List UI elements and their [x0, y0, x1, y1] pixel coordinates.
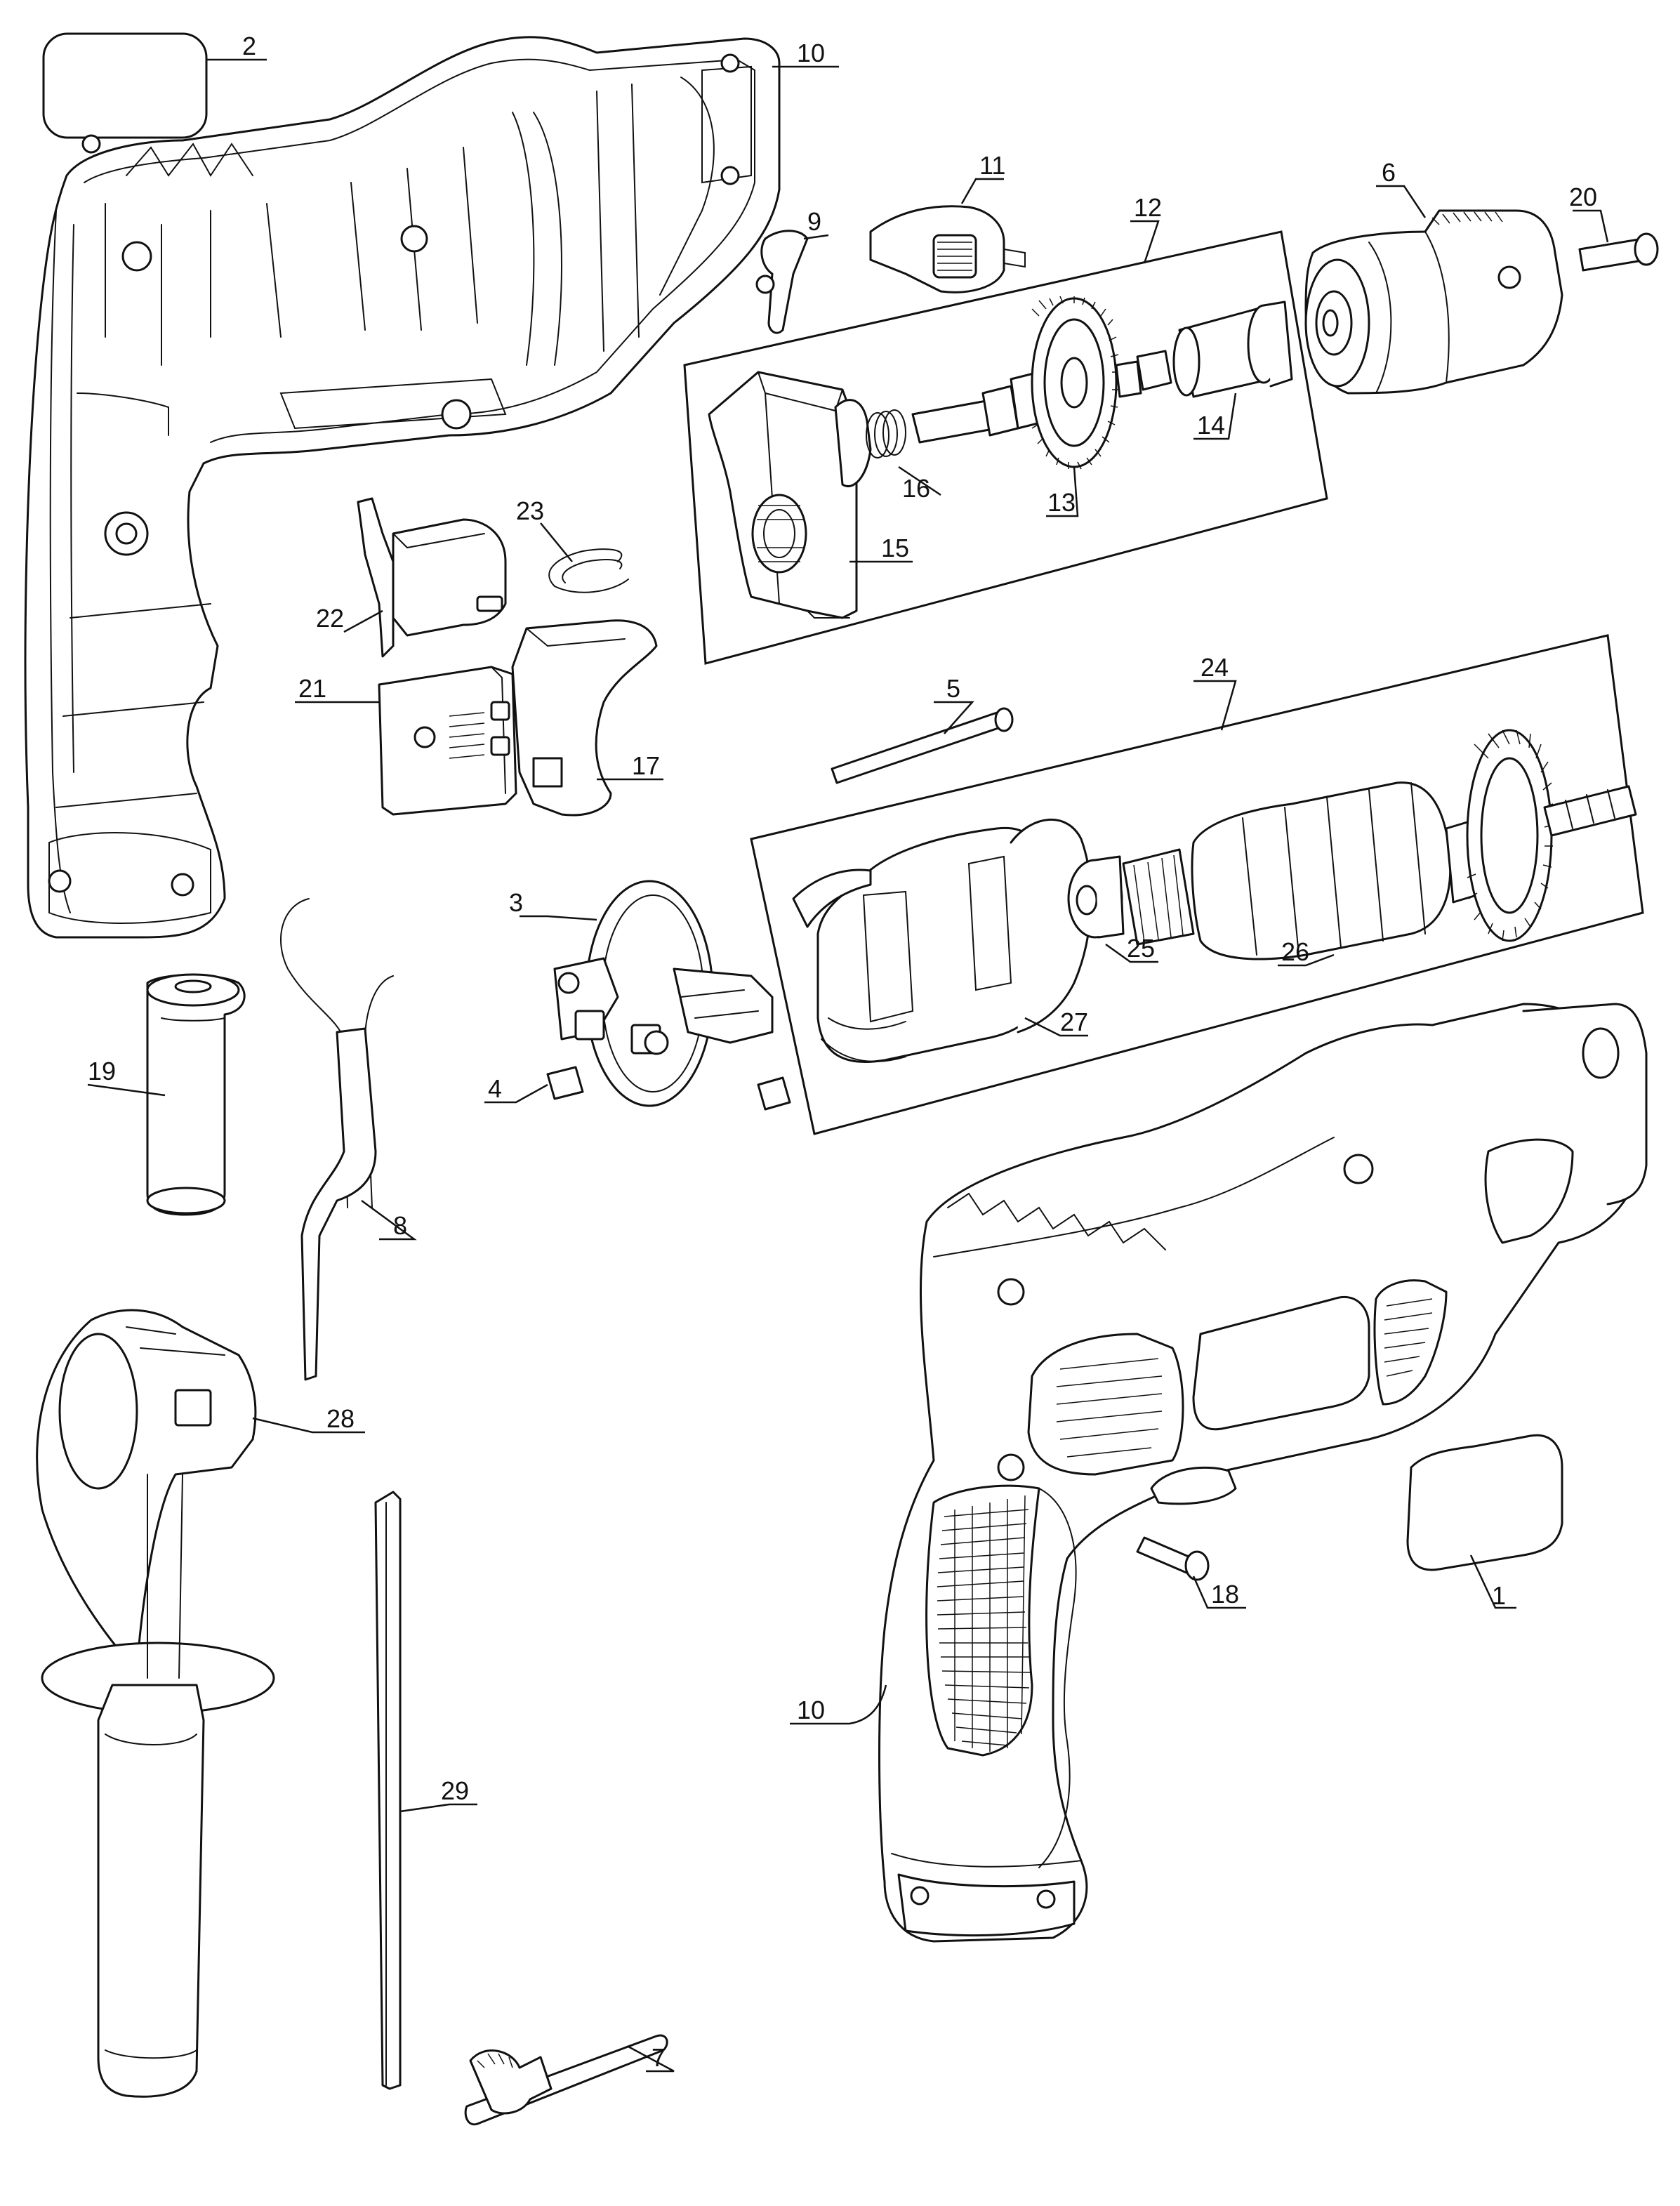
part-4-carbon-brush [546, 1066, 791, 1111]
housing-half-left [24, 36, 781, 939]
part-7-chuck-key [464, 2034, 668, 2126]
callout-18: 18 [1211, 1580, 1239, 1609]
part-8-wire-lead [280, 898, 394, 1381]
part-22-contact-clip [357, 497, 507, 658]
callout-8: 8 [393, 1211, 407, 1240]
part-9-shift-lever [755, 230, 809, 334]
part-23-retaining-ring [548, 548, 629, 593]
callout-4: 4 [488, 1074, 502, 1103]
callout-5: 5 [946, 674, 960, 703]
callout-15: 15 [881, 534, 909, 562]
callout-10-bottom: 10 [797, 1696, 825, 1724]
callout-1: 1 [1492, 1581, 1506, 1610]
part-13-spindle-gear [911, 296, 1172, 470]
callout-19: 19 [88, 1057, 116, 1085]
part-26-armature [1122, 729, 1637, 960]
callout-20: 20 [1569, 183, 1597, 211]
part-14-bearing [1172, 300, 1293, 398]
part-11-switch-knob [869, 205, 1026, 293]
assembled-drill-housing [878, 1003, 1648, 1943]
callout-10-top: 10 [797, 39, 825, 67]
callout-12: 12 [1134, 193, 1162, 222]
callout-2: 2 [242, 32, 256, 60]
callout-23: 23 [516, 496, 544, 525]
callout-22: 22 [316, 604, 344, 633]
callout-16: 16 [902, 474, 930, 503]
part-19-side-handle [146, 973, 246, 1216]
callout-29: 29 [441, 1776, 469, 1805]
callout-24: 24 [1201, 653, 1229, 682]
callout-25: 25 [1127, 934, 1155, 963]
part-20-chuck-screw [1578, 232, 1659, 272]
callout-3: 3 [509, 888, 523, 917]
callout-14: 14 [1197, 411, 1225, 440]
part-1-nameplate [1406, 1434, 1563, 1571]
part-29-depth-rod [374, 1491, 402, 2090]
part-6-drill-chuck [1304, 209, 1563, 395]
part-27-field-stator [792, 818, 1092, 1063]
part-17-trigger [511, 619, 658, 817]
callout-21: 21 [298, 674, 326, 703]
callout-9: 9 [807, 207, 821, 236]
callout-6: 6 [1382, 158, 1396, 187]
part-5-pin [831, 707, 1014, 784]
part-25-armature-bearing [1067, 855, 1125, 939]
group-frame-12 [683, 230, 1328, 665]
part-28-auxiliary-handle [36, 1309, 275, 2098]
group-frame-24 [750, 634, 1644, 1135]
callout-26: 26 [1281, 937, 1309, 966]
callout-27: 27 [1060, 1008, 1088, 1036]
callout-labels: 1 2 3 4 5 6 7 8 9 10 10 11 12 13 14 15 1… [88, 32, 1597, 2072]
callout-11: 11 [979, 151, 1005, 180]
part-16-spring [866, 409, 906, 458]
part-21-switch-module [378, 666, 517, 816]
leader-lines [87, 58, 1609, 2073]
part-15-gear-case [708, 371, 872, 619]
callout-13: 13 [1047, 488, 1076, 517]
callout-17: 17 [632, 751, 660, 780]
part-18-screw [1136, 1536, 1210, 1581]
grip-texture [937, 1495, 1031, 1752]
part-2-label-plate [42, 32, 208, 139]
callout-7: 7 [652, 2043, 666, 2072]
callout-28: 28 [326, 1404, 355, 1433]
part-3-brush-holder-plate [553, 880, 774, 1107]
